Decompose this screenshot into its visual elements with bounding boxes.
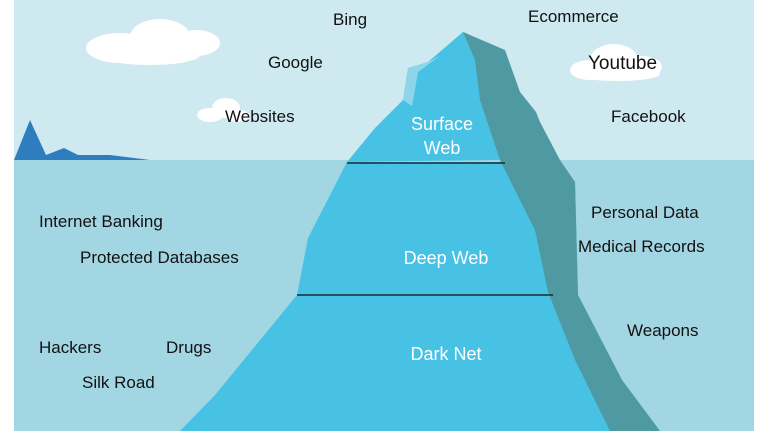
right-margin (754, 0, 768, 431)
term-silk-road: Silk Road (82, 373, 155, 392)
cloud-small (197, 98, 250, 122)
cloud-left (86, 19, 220, 65)
term-google: Google (268, 53, 323, 72)
layer-deep-web: Deep Web (403, 248, 489, 268)
term-websites: Websites (225, 107, 295, 126)
distant-iceberg (14, 120, 150, 160)
term-protected-databases: Protected Databases (80, 248, 239, 267)
term-bing: Bing (333, 10, 368, 29)
iceberg-peak (347, 32, 500, 162)
iceberg-peak-shadow (463, 32, 560, 160)
iceberg-peak-highlight (403, 56, 440, 106)
term-medical-records: Medical Records (578, 237, 705, 256)
layer-surface-web-line2: Web (423, 138, 461, 158)
term-weapons: Weapons (627, 321, 699, 340)
layer-dark-net: Dark Net (410, 344, 482, 364)
iceberg-shadow-waterline (500, 160, 575, 230)
cloud-right (570, 44, 662, 81)
term-youtube: Youtube (588, 53, 658, 74)
term-drugs: Drugs (166, 338, 212, 357)
term-internet-banking: Internet Banking (39, 212, 163, 231)
term-personal-data: Personal Data (591, 203, 699, 222)
layer-surface-web-line1: Surface (410, 114, 474, 134)
term-hackers: Hackers (39, 338, 102, 357)
left-margin (0, 0, 14, 431)
term-facebook: Facebook (611, 107, 686, 126)
term-ecommerce: Ecommerce (528, 7, 619, 26)
